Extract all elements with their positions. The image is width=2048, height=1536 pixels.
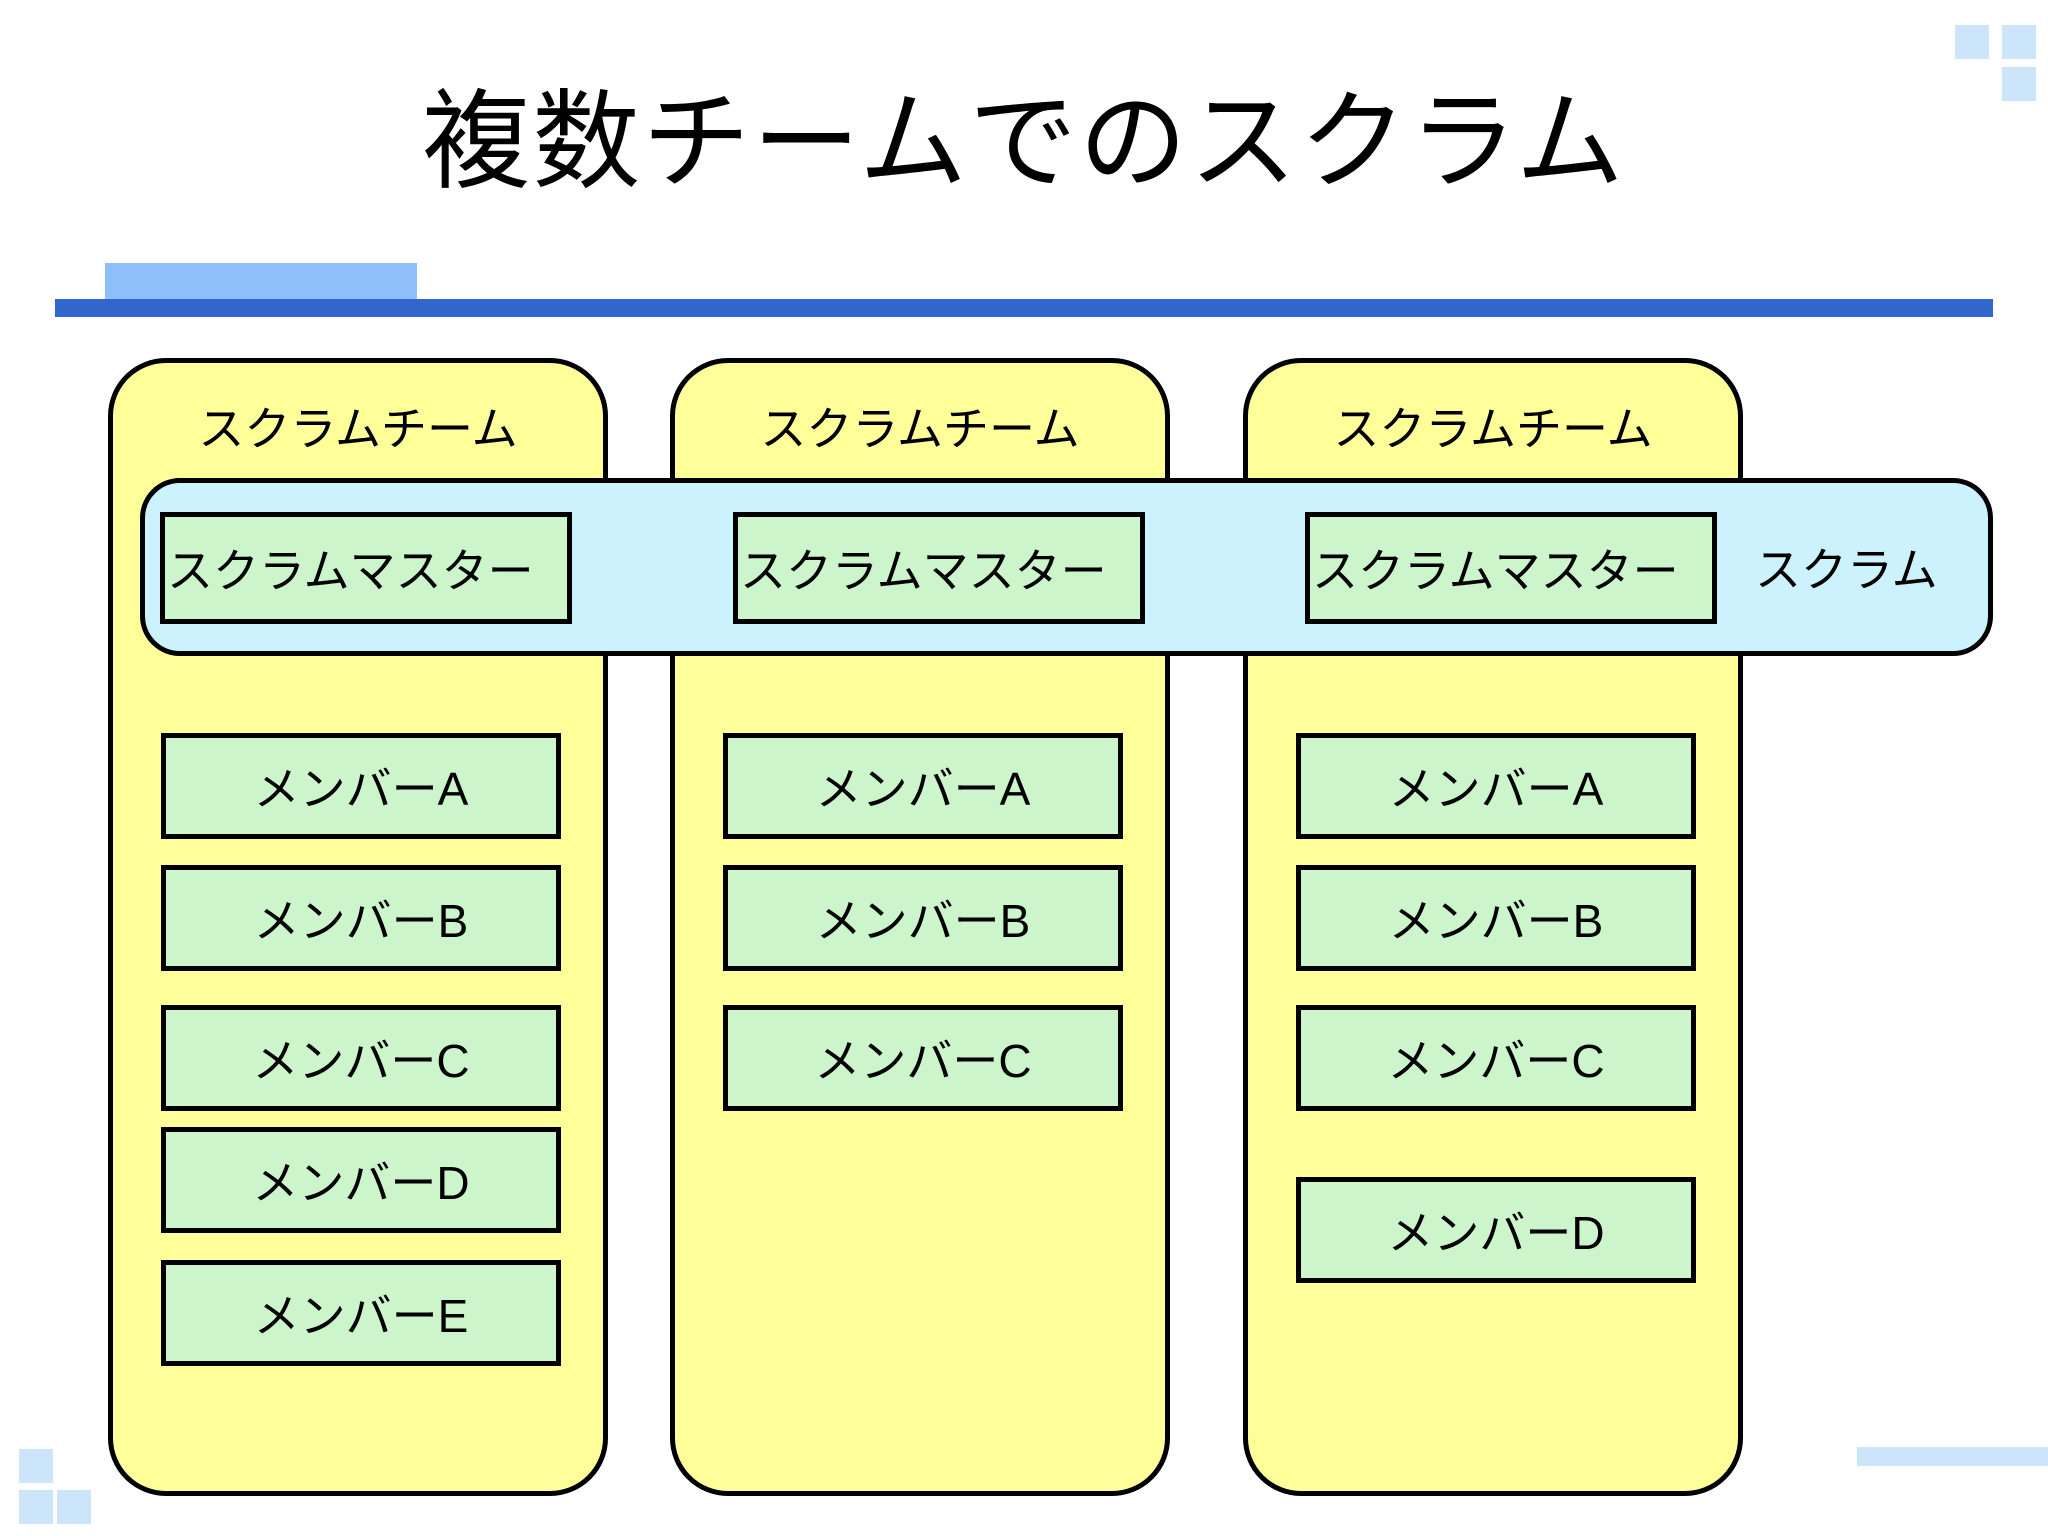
- deco-square-top-right-2: [2002, 25, 2036, 59]
- scrum-team-title-1: スクラムチーム: [198, 403, 518, 455]
- scrum-master-box-2[interactable]: スクラムマスター: [733, 512, 1145, 624]
- scrum-team-column-3[interactable]: スクラムチーム メンバーA メンバーB メンバーC メンバーD: [1243, 358, 1743, 1496]
- scrum-master-label-1: スクラムマスター: [167, 545, 534, 597]
- member-box-1-e[interactable]: メンバーE: [161, 1260, 561, 1366]
- scrum-master-box-3[interactable]: スクラムマスター: [1305, 512, 1717, 624]
- member-box-1-a[interactable]: メンバーA: [161, 733, 561, 839]
- page-title: 複数チームでのスクラム: [422, 81, 1626, 202]
- deco-bar-bottom-right: [1857, 1447, 2048, 1466]
- member-box-3-c[interactable]: メンバーC: [1296, 1005, 1696, 1111]
- scrum-team-title-3: スクラムチーム: [1333, 403, 1653, 455]
- scrum-master-box-1[interactable]: スクラムマスター: [160, 512, 572, 624]
- member-box-3-b[interactable]: メンバーB: [1296, 865, 1696, 971]
- member-box-3-d[interactable]: メンバーD: [1296, 1177, 1696, 1283]
- deco-square-top-right-3: [2002, 67, 2036, 101]
- member-box-3-a[interactable]: メンバーA: [1296, 733, 1696, 839]
- member-box-2-b[interactable]: メンバーB: [723, 865, 1123, 971]
- scrum-master-label-2: スクラムマスター: [740, 545, 1107, 597]
- member-box-2-a[interactable]: メンバーA: [723, 733, 1123, 839]
- deco-square-bottom-left-1: [19, 1449, 53, 1483]
- deco-square-top-right-1: [1955, 25, 1989, 59]
- scrum-band[interactable]: スクラムマスター スクラムマスター スクラムマスター スクラム: [140, 478, 1993, 656]
- deco-square-bottom-left-3: [57, 1490, 91, 1524]
- title-accent-bar: [105, 263, 417, 305]
- deco-square-bottom-left-2: [19, 1490, 53, 1524]
- member-box-1-d[interactable]: メンバーD: [161, 1127, 561, 1233]
- scrum-band-label: スクラム: [1755, 544, 1938, 596]
- member-box-1-c[interactable]: メンバーC: [161, 1005, 561, 1111]
- title-underline-rule: [55, 299, 1993, 317]
- scrum-master-label-3: スクラムマスター: [1312, 545, 1679, 597]
- member-box-2-c[interactable]: メンバーC: [723, 1005, 1123, 1111]
- scrum-team-title-2: スクラムチーム: [760, 403, 1080, 455]
- member-box-1-b[interactable]: メンバーB: [161, 865, 561, 971]
